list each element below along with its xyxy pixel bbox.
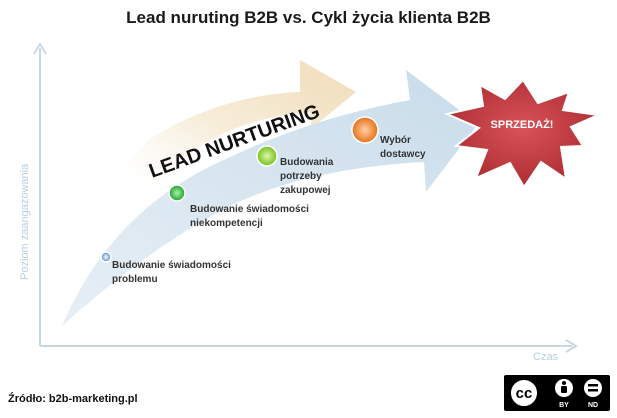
- cc-icon-label: cc: [516, 385, 533, 402]
- stage-marker-3: [256, 145, 278, 167]
- stage-label-3: Budowania potrzeby zakupowej: [280, 157, 336, 196]
- cc-icon: [509, 378, 539, 408]
- stage-label-3-line-1: Budowania: [280, 157, 334, 168]
- stage-label-2-line-2: niekompetencji: [190, 218, 263, 229]
- page-title: Lead nuruting B2B vs. Cykl życia klienta…: [126, 8, 491, 27]
- stage-marker-4: [351, 116, 379, 144]
- stage-label-3-line-2: potrzeby: [280, 171, 322, 182]
- lead-nurturing-band: [108, 60, 356, 192]
- cc-license-badge: cc BY ND: [504, 375, 610, 411]
- stage-label-4-line-1: Wybór: [380, 135, 411, 146]
- stage-marker-2: [168, 184, 186, 202]
- stage-label-1-line-2: problemu: [112, 274, 158, 285]
- stage-label-1: Budowanie świadomości problemu: [112, 260, 234, 285]
- stage-marker-1: [100, 251, 112, 263]
- no-derivatives-icon: [584, 379, 602, 397]
- stage-label-4-line-2: dostawcy: [380, 149, 426, 160]
- y-axis-label: Poziom zaangażowania: [19, 163, 31, 280]
- stage-label-1-line-1: Budowanie świadomości: [112, 260, 231, 271]
- stage-label-3-line-3: zakupowej: [280, 185, 331, 196]
- y-axis: [33, 42, 47, 346]
- by-label: BY: [559, 402, 569, 409]
- sale-starburst: [443, 78, 602, 189]
- x-axis: [40, 339, 578, 353]
- source-credit: Źródło: b2b-marketing.pl: [8, 393, 138, 405]
- x-axis-label: Czas: [533, 351, 559, 363]
- stage-label-2: Budowanie świadomości niekompetencji: [190, 204, 312, 229]
- sale-label: SPRZEDAŻ!: [491, 118, 554, 131]
- stage-label-2-line-1: Budowanie świadomości: [190, 204, 309, 215]
- nd-label: ND: [588, 402, 598, 409]
- stage-label-4: Wybór dostawcy: [380, 135, 426, 160]
